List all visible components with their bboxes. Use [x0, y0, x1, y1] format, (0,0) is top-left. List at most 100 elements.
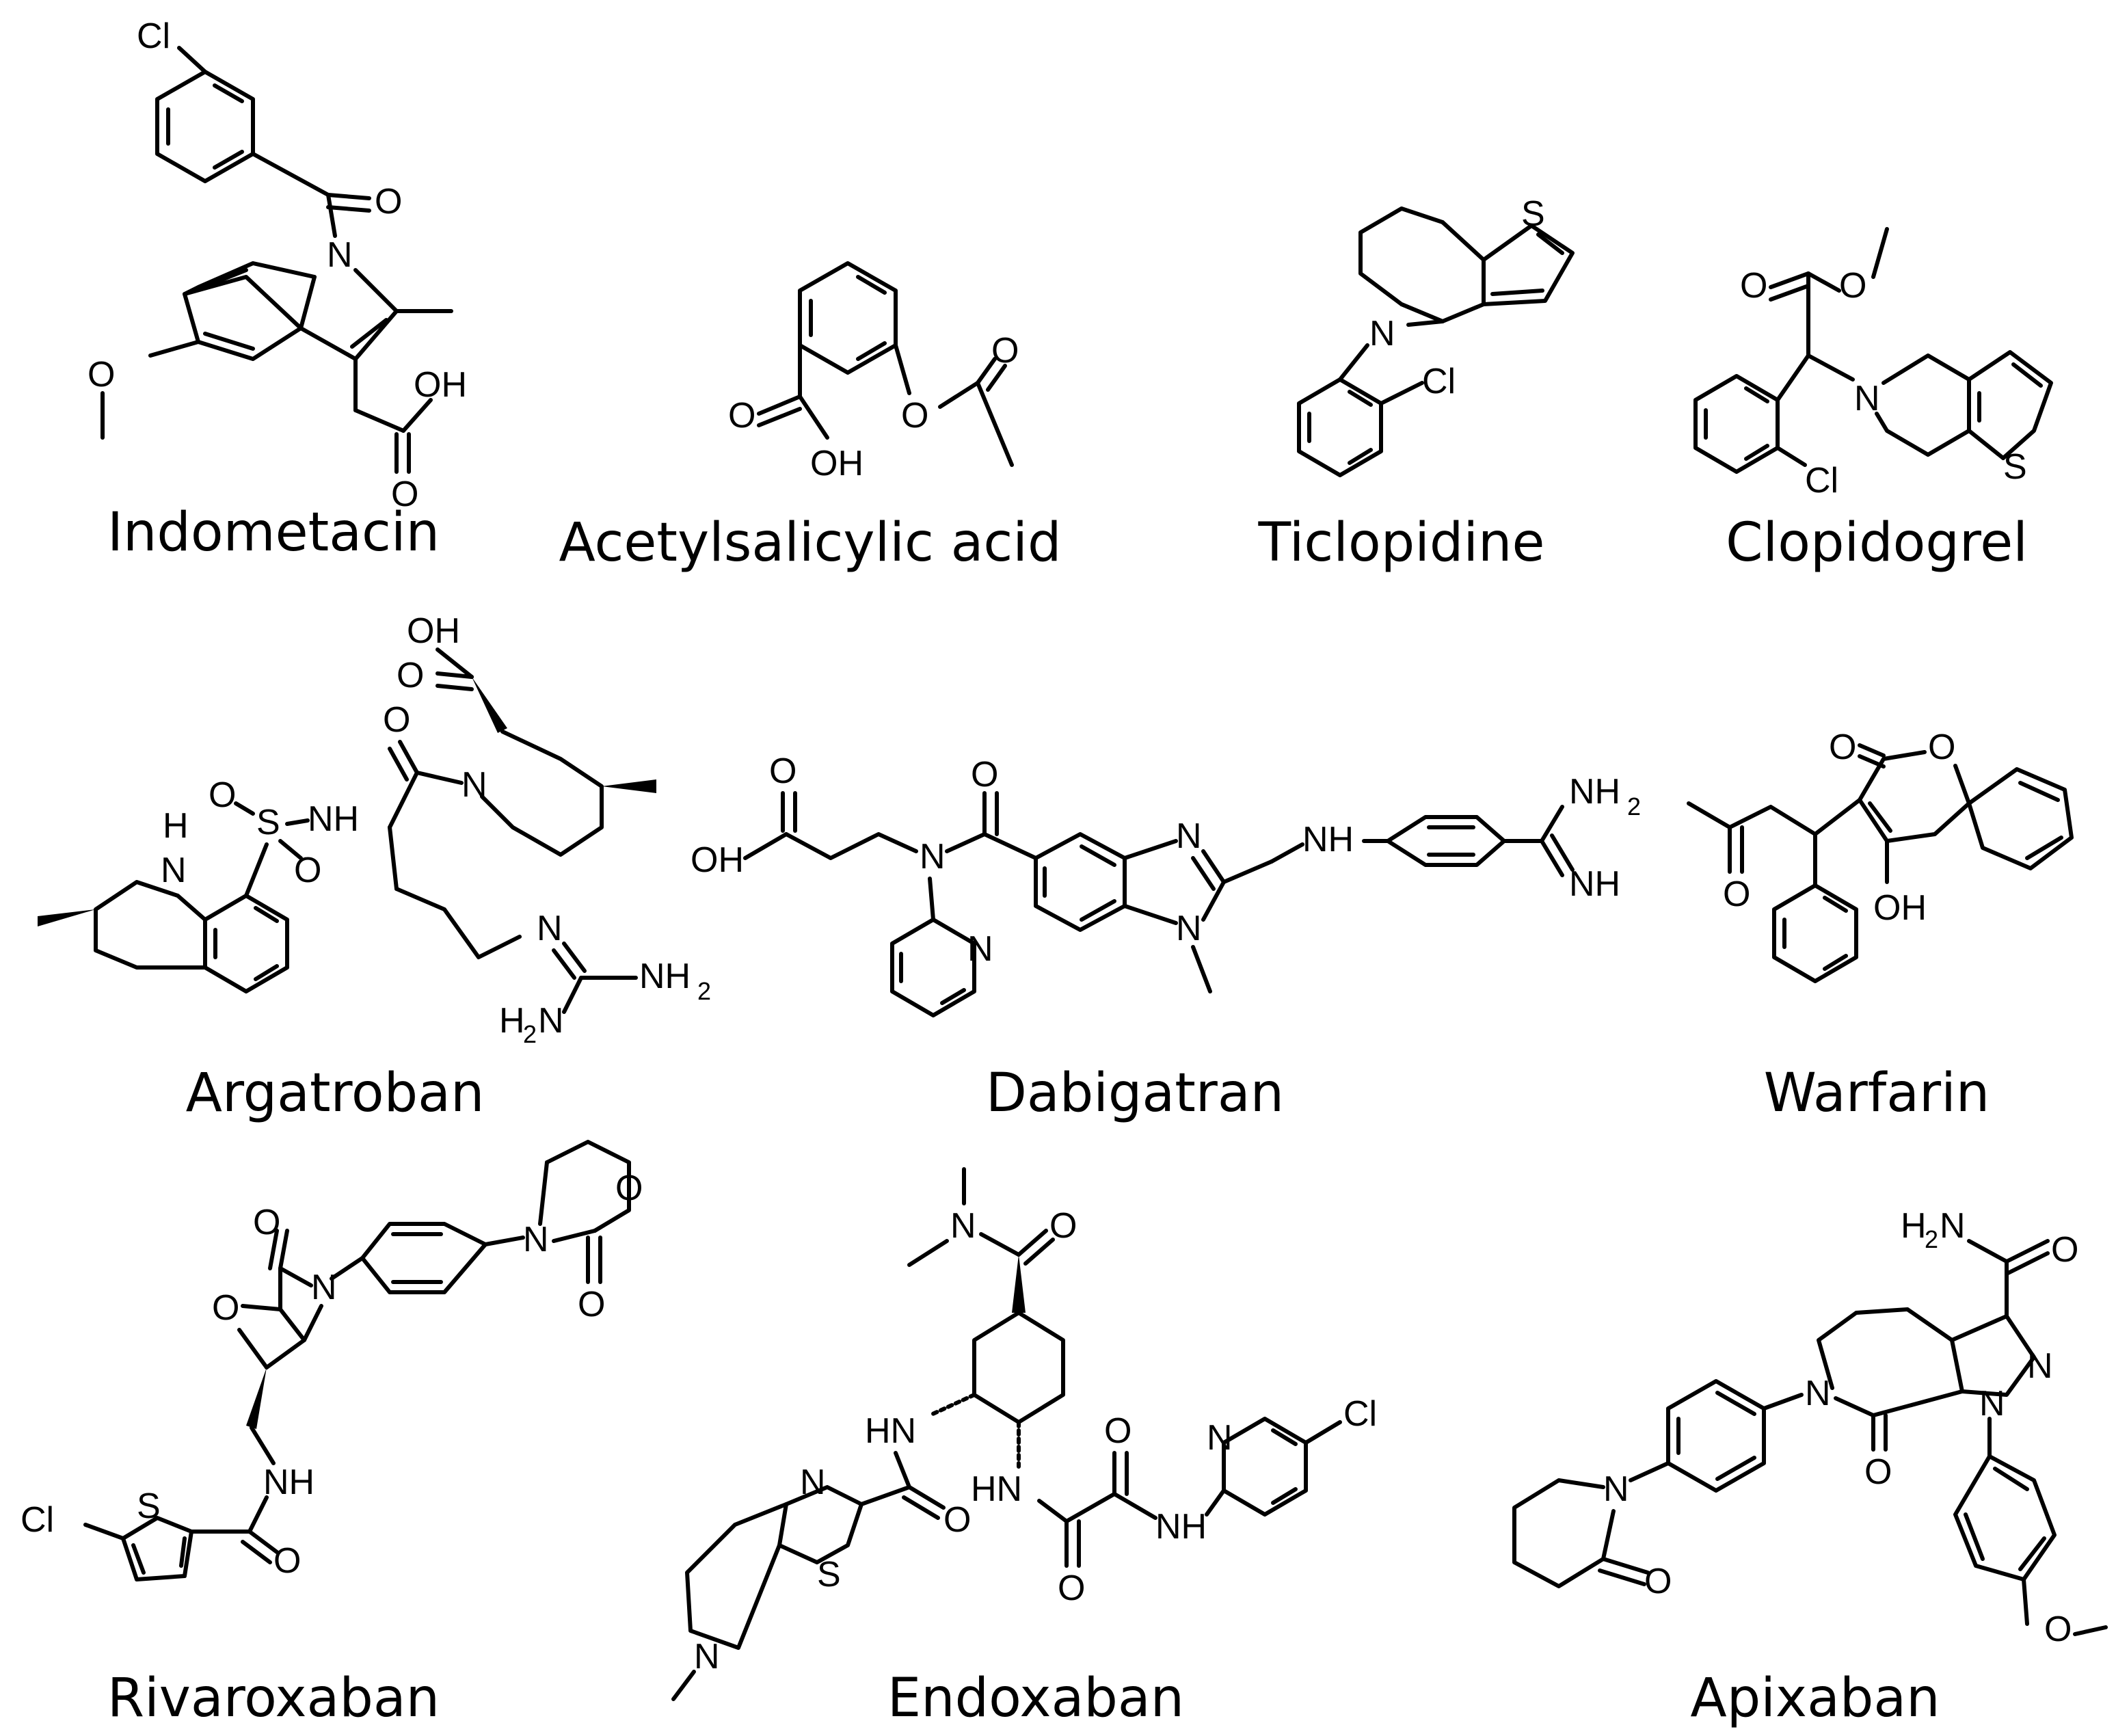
apixaban-ring-lactam — [1817, 1307, 1954, 1390]
ticlopidine-ring2 — [1399, 220, 1486, 323]
argatroban-bond-cn — [562, 942, 587, 973]
rivaroxaban-atom-o: O — [615, 1169, 643, 1208]
indometacin-double-bond — [193, 268, 248, 293]
clopidogrel-atom-o2: O — [1839, 266, 1866, 306]
endoxaban-double-bond — [1271, 1487, 1298, 1505]
warfarin-bond-co — [1858, 743, 1886, 758]
rivaroxaban-atom-nh: NH — [263, 1463, 314, 1502]
argatroban-atom-nh: NH — [308, 799, 359, 839]
asa-bond-co2 — [976, 357, 997, 385]
endoxaban-atom-o3: O — [1058, 1568, 1085, 1608]
apixaban-double-bond — [1964, 1512, 1985, 1561]
argatroban-bond-so — [234, 801, 255, 816]
argatroban-atom-o: O — [397, 656, 424, 695]
endoxaban-ring-cyclohexane — [972, 1311, 1065, 1424]
rivaroxaban-bond — [552, 1229, 597, 1243]
argatroban-double-bond — [254, 964, 279, 981]
indometacin-ring-chlorophenyl — [155, 70, 255, 183]
apixaban-ring-phenyl — [1666, 1379, 1766, 1493]
clopidogrel-bond-co — [1769, 271, 1810, 289]
ticlopidine-bond — [1406, 319, 1445, 327]
dabigatran-bond — [1540, 805, 1564, 843]
apixaban-atom-o2: O — [1864, 1452, 1892, 1492]
asa-bond-methyl — [976, 381, 1014, 467]
argatroban-ring-piperidine — [480, 730, 604, 857]
endoxaban-atom-nh: NH — [1155, 1507, 1207, 1547]
structure-indometacin: Cl O N O OH O Indometacin — [88, 16, 467, 563]
argatroban-bond — [415, 771, 464, 785]
endoxaban-bond — [1037, 1499, 1069, 1523]
indometacin-double-bond — [203, 332, 255, 351]
rivaroxaban-bond-cl — [83, 1523, 125, 1540]
indometacin-bond-co — [326, 193, 371, 200]
argatroban-atom-o3: O — [209, 775, 236, 815]
clopidogrel-bond — [1776, 353, 1810, 402]
rivaroxaban-bond-co2 — [268, 1229, 279, 1270]
dabigatran-bond-cn — [1201, 849, 1226, 884]
structure-endoxaban: N O HN HN O N S N O O NH N — [671, 1167, 1377, 1729]
apixaban-atom-h2n: H — [1901, 1206, 1927, 1246]
asa-bond-co2 — [986, 364, 1007, 392]
argatroban-atom-o4: O — [294, 851, 321, 890]
argatroban-atom-o2: O — [383, 700, 410, 740]
indometacin-atom-oh: OH — [414, 365, 467, 405]
asa-bond-co — [757, 407, 802, 427]
clopidogrel-double-bond — [2011, 362, 2043, 388]
structure-apixaban: H 2 N O N N N O O N O Apix — [1512, 1206, 2108, 1729]
endoxaban-wedge — [1012, 1255, 1026, 1313]
apixaban-sub-2: 2 — [1925, 1225, 1938, 1253]
indometacin-bond — [148, 340, 200, 358]
warfarin-double-bond — [2025, 836, 2063, 860]
endoxaban-bond-co2 — [902, 1495, 940, 1520]
warfarin-bond — [1813, 798, 1862, 836]
indometacin-bond — [251, 152, 330, 197]
indometacin-bond-co — [326, 205, 371, 213]
ticlopidine-double-bond — [1348, 390, 1373, 407]
indometacin-bond — [299, 326, 358, 361]
compound-name-acetylsalicylic-acid: Acetylsalicylic acid — [559, 512, 1062, 574]
rivaroxaban-bond-co2 — [278, 1229, 289, 1270]
compound-name-rivaroxaban: Rivaroxaban — [107, 1668, 440, 1729]
endoxaban-atom-o2: O — [943, 1500, 971, 1540]
dabigatran-bond-cn2 — [1550, 833, 1575, 872]
dabigatran-atom-o: O — [769, 751, 796, 791]
dabigatran-bond — [1201, 880, 1226, 922]
endoxaban-atom-n3: N — [694, 1637, 720, 1677]
dabigatran-bond — [1123, 904, 1178, 925]
endoxaban-bond — [1205, 1488, 1226, 1517]
rivaroxaban-bond-co3 — [247, 1530, 279, 1554]
apixaban-double-bond — [1993, 1467, 2029, 1491]
indometacin-atom-o2: O — [88, 355, 115, 395]
indometacin-ring-benzo — [183, 275, 303, 361]
rivaroxaban-bond — [483, 1236, 525, 1246]
warfarin-ring-phenyl — [1772, 883, 1858, 983]
argatroban-atom-h2n: H — [499, 1001, 525, 1041]
endoxaban-bond-cl — [1304, 1420, 1342, 1445]
indometacin-bond — [401, 398, 433, 433]
endoxaban-atom-o: O — [1049, 1206, 1077, 1246]
argatroban-atom-h: H — [163, 806, 189, 846]
endoxaban-atom-n: N — [950, 1206, 976, 1246]
dabigatran-atom-n2: N — [1176, 816, 1202, 856]
warfarin-double-bond — [1823, 896, 1848, 913]
apixaban-bond — [1834, 1396, 1875, 1417]
warfarin-atom-o: O — [1829, 727, 1856, 767]
ticlopidine-double-bond — [1348, 448, 1373, 465]
clopidogrel-double-bond — [1744, 386, 1769, 403]
warfarin-double-bond — [1868, 801, 1892, 833]
rivaroxaban-wedge — [246, 1367, 267, 1429]
ticlopidine-atom-n: N — [1369, 314, 1395, 353]
apixaban-atom-o4: O — [1644, 1562, 1672, 1601]
argatroban-bond — [244, 842, 269, 898]
apixaban-bond-co — [2005, 1251, 2050, 1276]
endoxaban-atom-s: S — [817, 1555, 841, 1594]
warfarin-bond-methyl — [1687, 801, 1732, 829]
compound-name-indometacin: Indometacin — [107, 502, 440, 563]
endoxaban-bond-co — [1023, 1238, 1055, 1266]
dabigatran-bond — [1123, 839, 1178, 860]
asa-atom-o3: O — [991, 331, 1019, 371]
asa-bond-co — [757, 395, 802, 416]
apixaban-bond — [1629, 1461, 1670, 1482]
rivaroxaban-bond-co3 — [241, 1540, 272, 1564]
